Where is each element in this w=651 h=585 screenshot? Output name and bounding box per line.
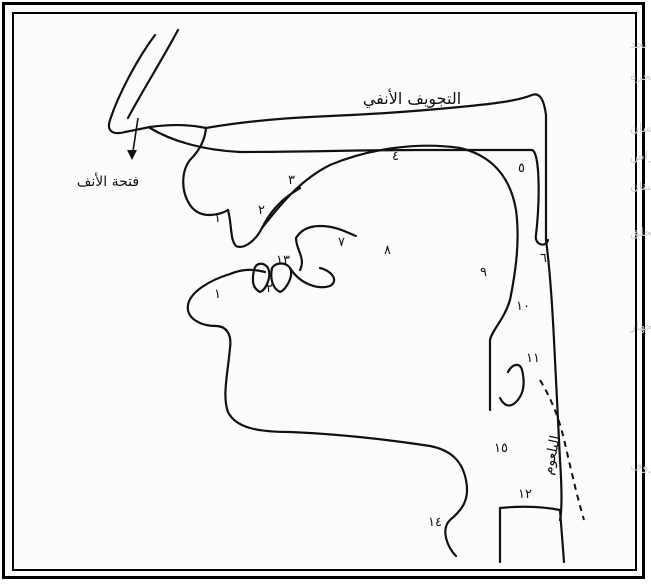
point-number: ٣ [288,173,295,188]
point-number: ٥ [518,161,525,176]
point-number: ٤ [392,149,399,164]
background-text-line: ويقع كل مخرج في موضع محدد من الجهاز [629,319,651,334]
larynx-lower [500,508,564,562]
point-number: ١٠ [516,299,530,314]
epiglottis [500,365,524,406]
background-text-line: والحنك الصلب والحنك اللين واللهاة والحلق [630,225,651,240]
hard-palate [150,128,548,245]
nose-bridge [128,30,178,118]
point-number: ٦ [540,251,547,266]
point-number: ٧ [338,235,345,250]
label-nasal-cavity: التجويف الأنفي [363,88,461,109]
point-number: ١١ [526,351,540,366]
point-number: ١٢ [518,487,532,502]
tongue-tip [296,226,356,270]
upper-lip [183,128,228,215]
nose-outline [109,35,206,133]
background-text-line: وإذا نظرنا إلى أعضاء النطق في الجهاز الص… [630,36,651,52]
label-nostril: فتحة الأنف [77,172,139,190]
lower-lip [188,270,467,556]
point-number: ١٣ [276,253,290,268]
esophagus-divider [500,507,560,510]
point-number: ٢ [258,203,265,218]
point-number: ٩ [480,265,487,280]
point-number: ٢ [266,281,273,296]
nostril-pointer [127,118,138,160]
background-text-line: أن الهواء يمر من الرئتين عبر القصبة الهو… [630,68,651,84]
point-number: ١ [214,211,221,226]
pharynx-back-wall [546,240,562,520]
point-number: ٨ [384,243,391,258]
background-text: وإذا نظرنا إلى أعضاء النطق في الجهاز الص… [629,36,651,474]
point-number: ١ [214,287,221,302]
point-numbers: ١ ٢ ٣ ٤ ٥ ٦ ٧ ٨ ٩ ١٠ ١١ ١٢ ١٣ ١٤ ١٥ ١ ٢ [214,149,547,530]
background-text-line: وتتكون الأصوات المختلفة بحسب موضع الاعتر… [630,148,651,164]
background-text-line: ويوضح الشكل المقابل أعضاء النطق ومخارج ا… [630,458,651,474]
background-text-line: ويختلف المخرج باختلاف وضع الشفتين والأسن… [630,178,651,194]
background-text-line: ثم يتجه إلى الفم أو الأنف حسب وضع اللهاة… [630,120,651,136]
point-number: ١٥ [494,441,508,456]
point-number: ١٤ [428,515,442,530]
tongue-underside [290,268,334,287]
